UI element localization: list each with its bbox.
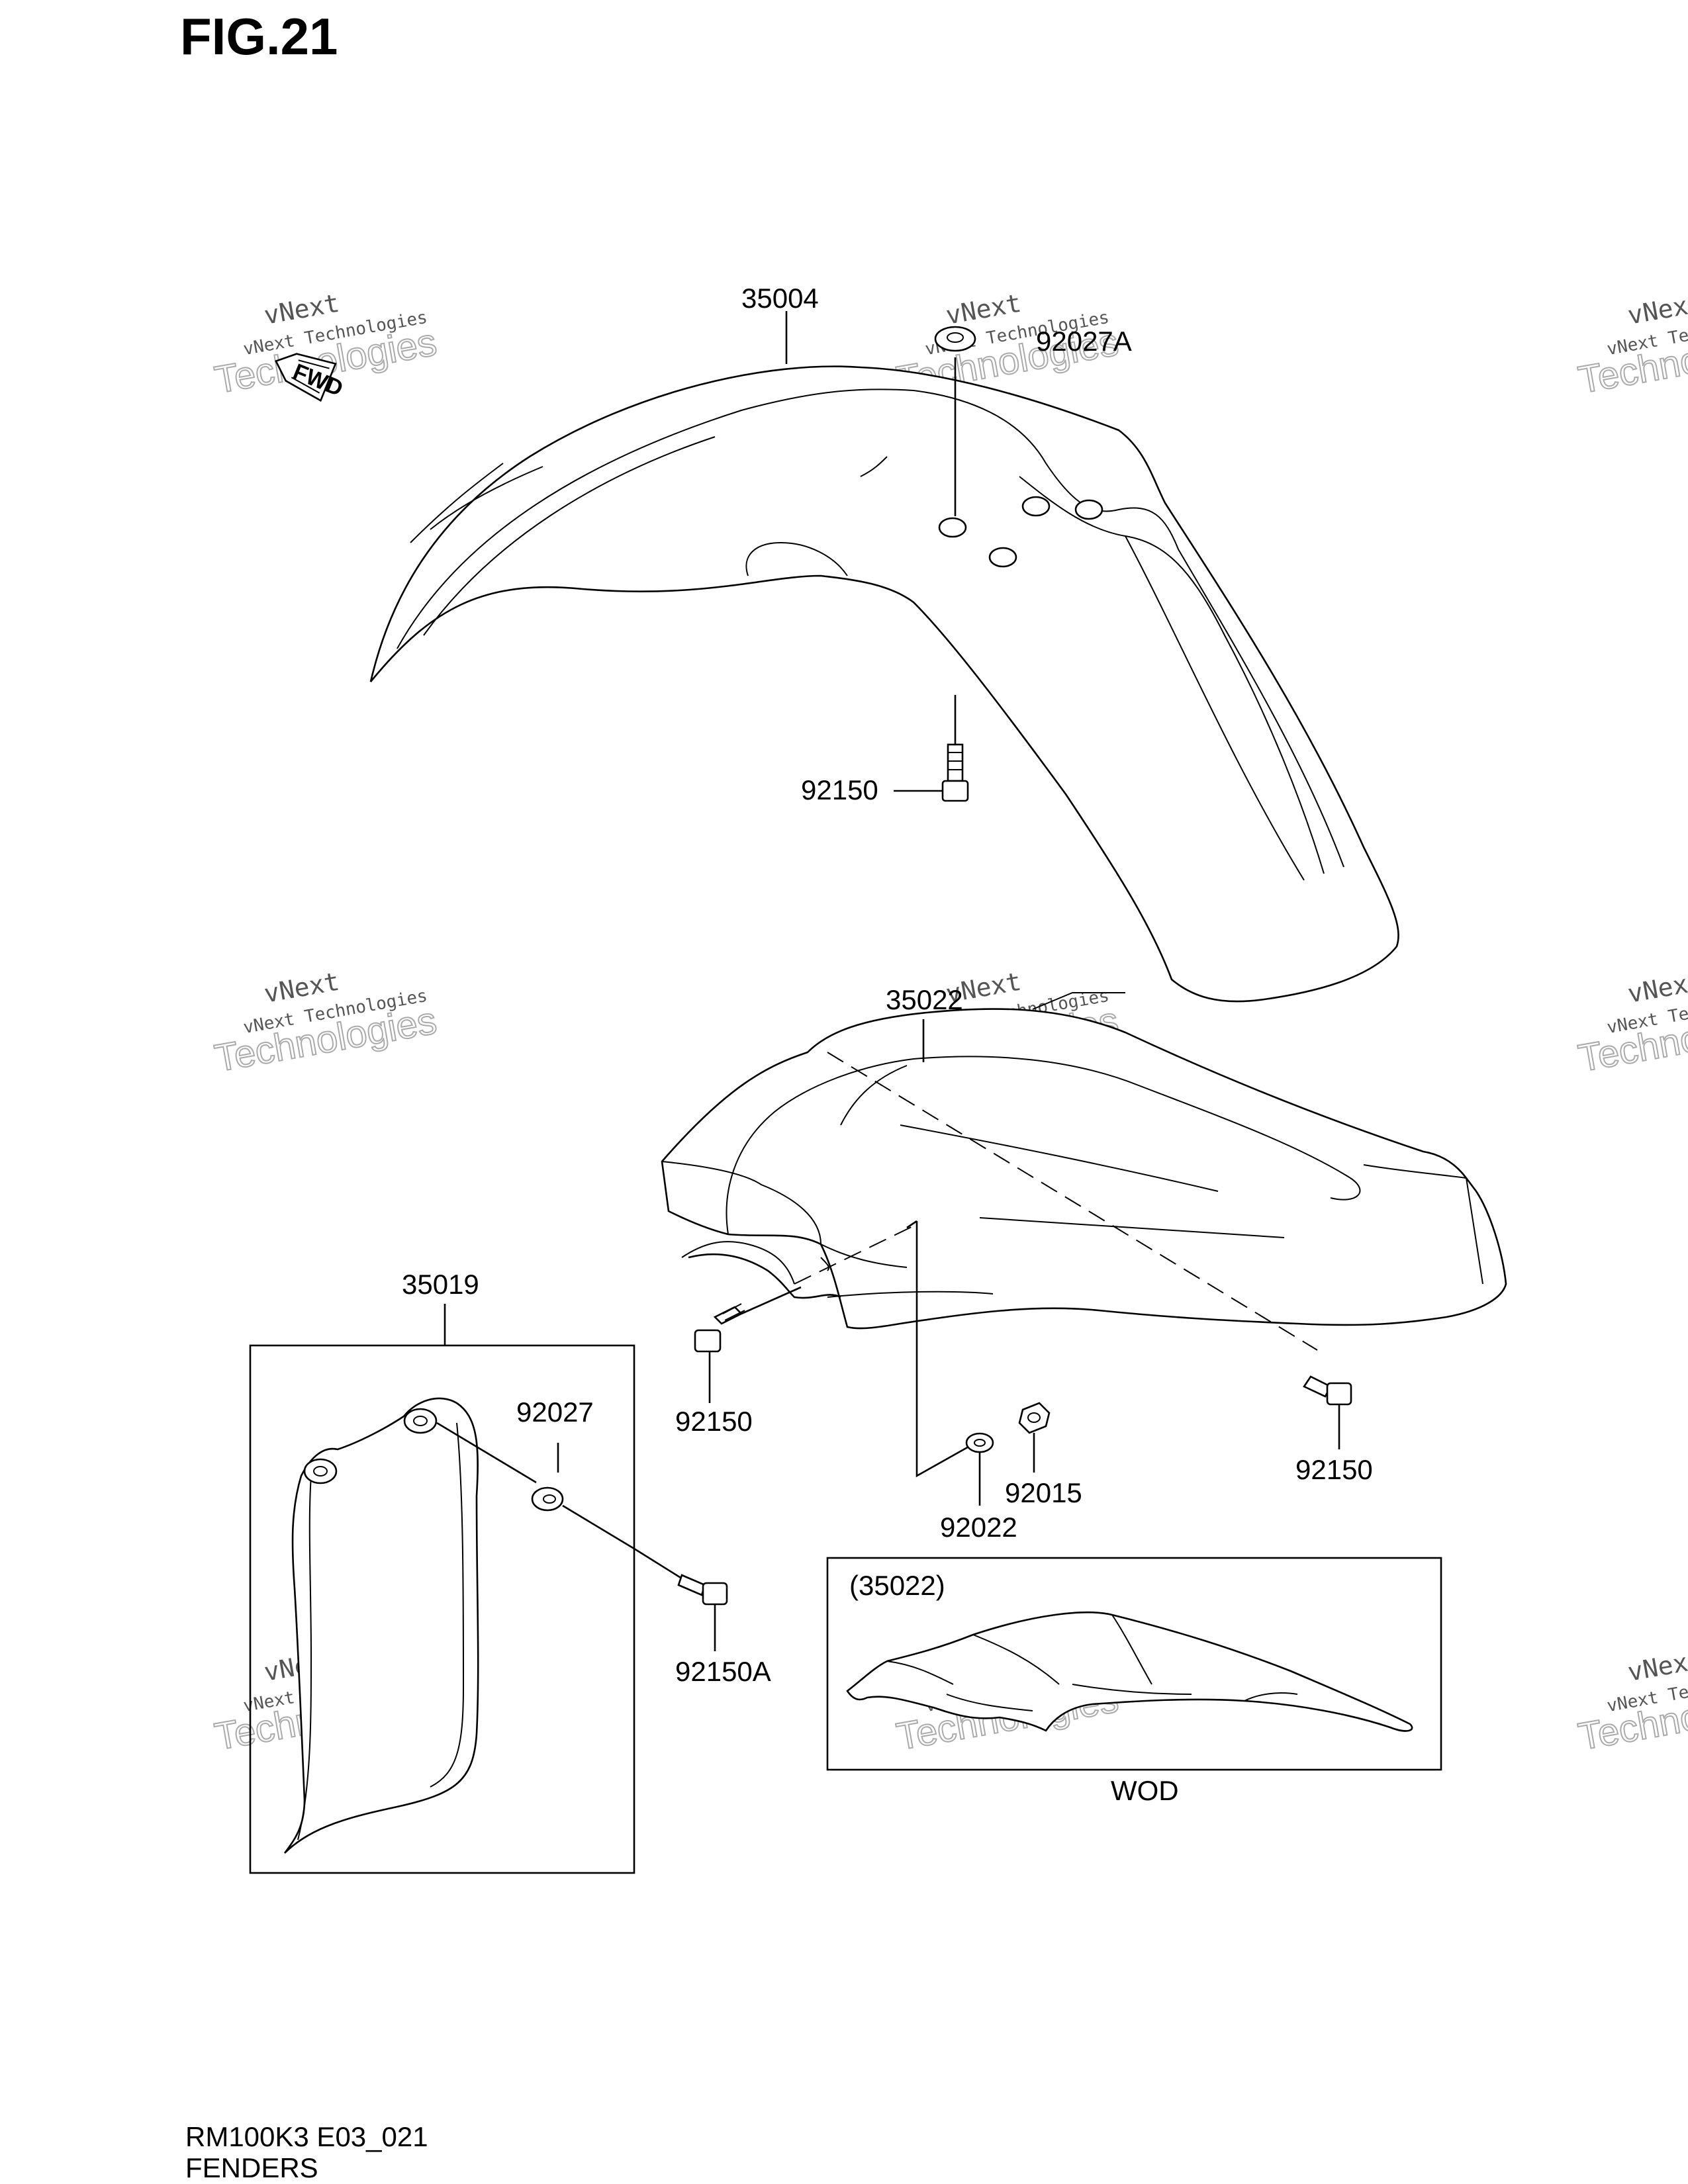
- bolt-92150-right: [1303, 1375, 1352, 1449]
- footer-model-code: RM100K3 E03_021: [185, 2121, 428, 2152]
- front-fender-35004: [369, 365, 1399, 1003]
- watermark-top-text: vNext: [1626, 1645, 1688, 1687]
- side-cover-box-35019: [249, 1304, 635, 1874]
- watermark-top-text: vNext: [1626, 967, 1688, 1009]
- washer-92027: [436, 1422, 635, 1550]
- label-35019: 35019: [402, 1269, 479, 1300]
- label-92150-front: 92150: [801, 774, 878, 805]
- watermark-6: vNext vNext Technologies Technologies: [1575, 967, 1688, 1081]
- nut-92015: [1018, 1402, 1051, 1473]
- mount-hole: [938, 517, 967, 538]
- bolt-92150-front: [894, 695, 969, 802]
- watermark-4: vNext vNext Technologies Technologies: [211, 967, 441, 1081]
- mount-line-92022: [906, 1220, 970, 1478]
- mount-hole: [988, 547, 1017, 568]
- figure-title: FIG.21: [180, 7, 338, 66]
- mount-hole: [1021, 496, 1051, 517]
- label-35022-variant: (35022): [849, 1570, 945, 1601]
- washer-92027A: [934, 326, 976, 516]
- rear-fender-35022: [661, 992, 1507, 1330]
- label-92150-left: 92150: [675, 1406, 753, 1437]
- mount-hole: [1074, 499, 1103, 520]
- footer-section-name: FENDERS: [185, 2152, 318, 2183]
- label-92027A: 92027A: [1036, 326, 1132, 357]
- label-92015: 92015: [1005, 1477, 1082, 1508]
- label-92022: 92022: [940, 1512, 1017, 1543]
- label-92150A: 92150A: [675, 1656, 771, 1687]
- mount-line-dashed: [827, 1052, 1318, 1351]
- label-35004: 35004: [741, 283, 819, 314]
- label-35022: 35022: [886, 984, 963, 1015]
- washer-92022: [965, 1432, 994, 1506]
- watermark-3: vNext vNext Technologies Technologies: [1575, 289, 1688, 402]
- mount-line-dashed: [794, 1224, 917, 1285]
- watermark-top-text: vNext: [1626, 289, 1688, 330]
- label-92150-right: 92150: [1295, 1454, 1373, 1485]
- bolt-92150-left: [694, 1286, 802, 1403]
- bolt-92150A: [633, 1547, 728, 1651]
- label-92027: 92027: [516, 1396, 594, 1428]
- watermark-9: vNext vNext Technologies Technologies: [1575, 1645, 1688, 1759]
- label-wod: WOD: [1111, 1775, 1179, 1806]
- wod-variant-box: [826, 1557, 1442, 1771]
